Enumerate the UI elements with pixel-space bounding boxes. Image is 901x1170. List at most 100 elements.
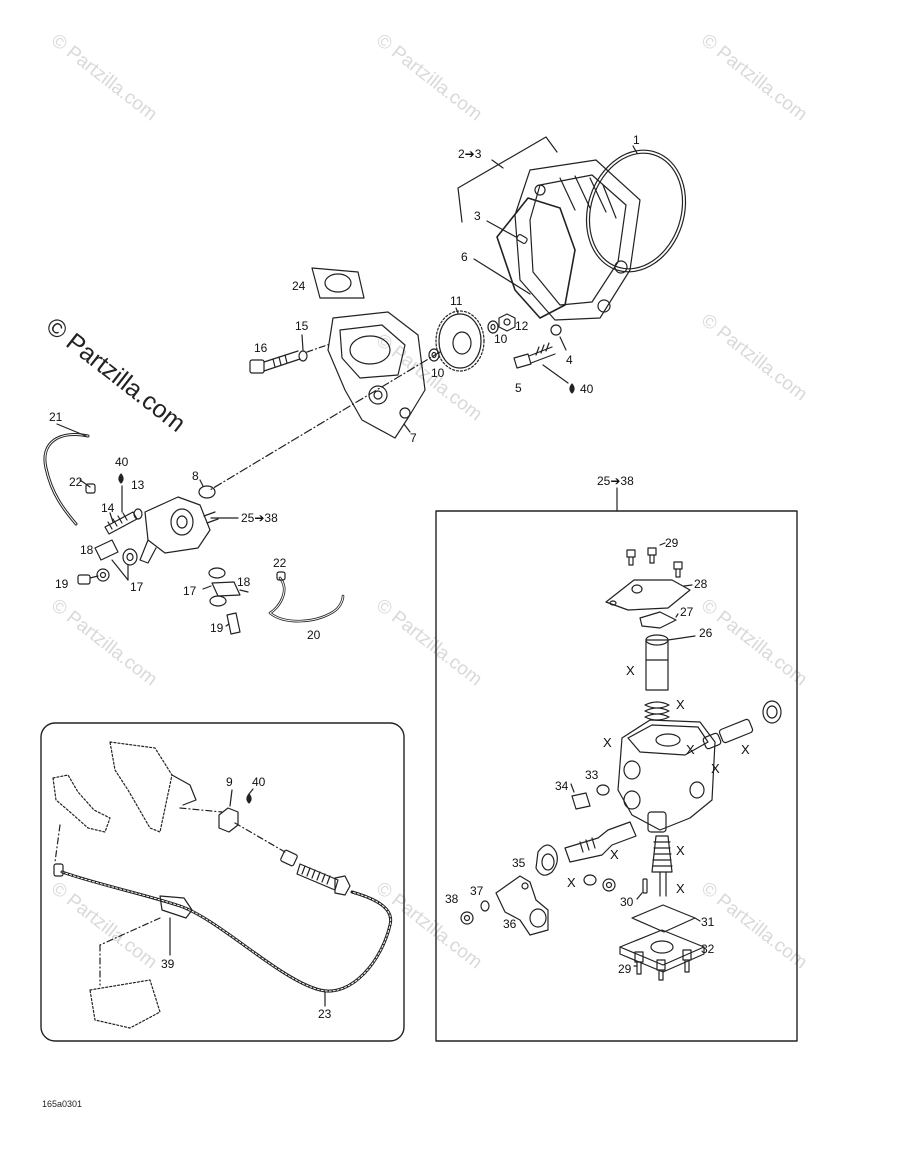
oil-pump-main-body [617, 719, 716, 831]
leader-21 [56, 423, 87, 437]
oil-pump-body [144, 496, 211, 554]
callout-33: 33 [585, 768, 599, 782]
cable-adjuster-thread-marks [301, 865, 331, 885]
callout-37: 37 [470, 884, 484, 898]
part-12-nut [498, 313, 516, 332]
callout-11: 11 [450, 294, 463, 308]
part-35-gear [535, 844, 558, 876]
callout-19: 19 [55, 577, 69, 591]
oil-pump-main-spout [647, 811, 667, 833]
part-7-housing-bore [349, 335, 391, 365]
leader-1 [632, 145, 638, 154]
part-34-plug [571, 792, 591, 810]
part-2-boss [614, 260, 628, 274]
leader-26 [667, 635, 696, 641]
part-2-rib [574, 175, 591, 209]
pump-washer-hole [605, 881, 613, 889]
oil-pump-plunger [718, 718, 754, 744]
part-26-piston [645, 639, 669, 691]
part-17-washer-hole [126, 552, 134, 562]
callout-17: 17 [183, 584, 197, 598]
cable-centerline [179, 807, 223, 813]
callout-9: 9 [226, 775, 233, 789]
callout-30: 30 [620, 895, 634, 909]
part-6-gasket [496, 197, 576, 319]
callout-21: 21 [49, 410, 63, 424]
note-x: X [676, 843, 685, 858]
part-19-screw [226, 612, 241, 635]
part-17-washer [96, 568, 110, 582]
part-17-washer-hole [99, 571, 107, 579]
callout-15: 15 [295, 319, 309, 333]
callout-4: 4 [566, 353, 573, 367]
leader-27 [675, 613, 679, 618]
oil-pump-kit-frame [435, 510, 798, 1042]
part-2-boss [597, 299, 611, 313]
callout-35: 35 [512, 856, 526, 870]
part-14-thread [107, 512, 128, 530]
part-35-gear-hub [541, 853, 555, 871]
cable-bracket [109, 741, 173, 833]
part-33-washer [596, 784, 610, 796]
callout-27: 27 [680, 605, 694, 619]
callout-16: 16 [254, 341, 268, 355]
part-5-thread [535, 342, 550, 356]
callout-26: 26 [699, 626, 713, 640]
callout-8: 8 [192, 469, 199, 483]
leader-22 [79, 479, 91, 488]
oil-pump-plunger-sleeve [702, 732, 722, 750]
part-28-cover-hole [631, 584, 643, 594]
callout-18: 18 [80, 543, 94, 557]
part-19-screw-shank [89, 575, 99, 579]
leader-17 [202, 585, 212, 590]
callout-32: 32 [701, 942, 715, 956]
part-10-washer-hole [490, 323, 496, 331]
part-16-thread [272, 354, 288, 368]
oil-pump-main-bore [655, 733, 681, 747]
callout-6: 6 [461, 250, 468, 264]
leader-7 [403, 423, 411, 433]
note-x: X [676, 881, 685, 896]
part-5-screw-shank [528, 346, 553, 357]
callout-24: 24 [292, 279, 306, 293]
oil-pump-bore-inner [176, 515, 188, 529]
callout-23: 23 [318, 1007, 332, 1021]
note-x: X [711, 761, 720, 776]
part-29-screw [682, 949, 692, 973]
sealant-drop-icon [118, 473, 124, 484]
leader-3 [486, 220, 517, 238]
callout-25-38-left: 25➔38 [241, 511, 278, 525]
note-x: X [626, 663, 635, 678]
part-22-clamp [276, 571, 286, 581]
callout-19: 19 [210, 621, 224, 635]
pump-shaft [564, 821, 637, 863]
note-x: X [676, 697, 685, 712]
leader-28 [683, 584, 693, 587]
part-29-screw [626, 549, 636, 566]
callout-22: 22 [69, 475, 83, 489]
part-15-washer [298, 350, 308, 362]
part-19-screw [77, 574, 91, 585]
sealant-drop-icon [569, 383, 575, 394]
oil-pump-lever [139, 539, 157, 564]
part-8-o-ring [198, 485, 216, 499]
part-36-lever-hub [529, 908, 547, 928]
part-12-nut-hole [503, 318, 511, 326]
part-37-washer [480, 900, 490, 912]
part-23-cable-inner [61, 871, 392, 992]
part-7-boss-hole [373, 390, 383, 400]
callout-5: 5 [515, 381, 522, 395]
part-9-nut [218, 807, 239, 833]
cable-bracket-left [52, 774, 111, 833]
note-x: X [603, 735, 612, 750]
leader-4 [559, 336, 567, 351]
leader-5 [542, 364, 569, 384]
leader-34 [570, 783, 575, 793]
leader-29 [659, 542, 666, 546]
callout-36: 36 [503, 917, 517, 931]
part-7-housing [327, 311, 426, 439]
callout-28: 28 [694, 577, 708, 591]
callout-20: 20 [307, 628, 321, 642]
